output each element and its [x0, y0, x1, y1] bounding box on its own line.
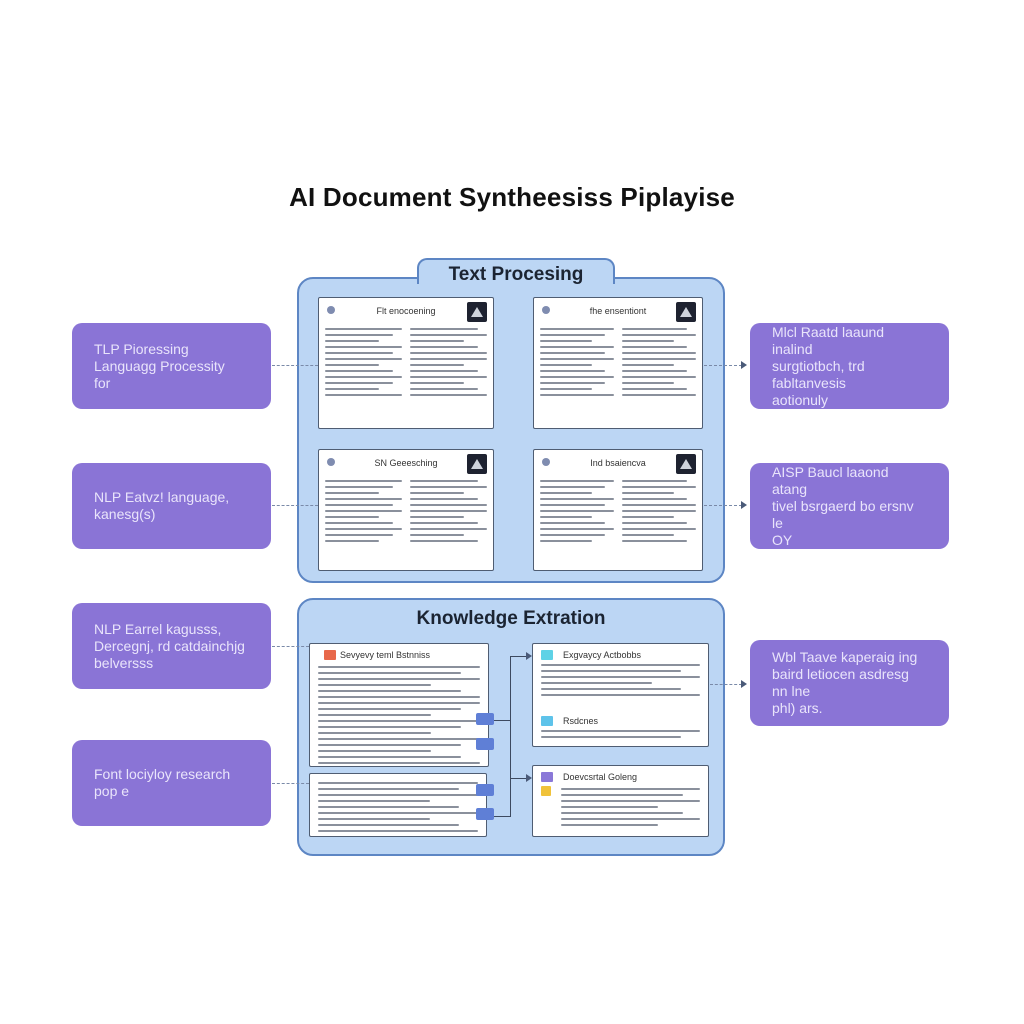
logo-icon: [467, 454, 487, 474]
connector-line: [710, 684, 742, 685]
avatar-icon: [327, 458, 335, 466]
left-label-box[interactable]: Font lociyloy research pop e: [72, 740, 271, 826]
knowledge-card-title: Exgvaycy Actbobbs: [563, 650, 642, 660]
knowledge-card[interactable]: Doevcsrtal Goleng: [532, 765, 709, 837]
left-label-text: NLP Earrel kagusss, Dercegnj, rd catdain…: [94, 620, 245, 671]
right-label-box[interactable]: Mlcl Raatd laaund inalind surgtiotbch, t…: [750, 323, 949, 409]
document-icon: [541, 716, 553, 726]
arrow-icon: [526, 774, 532, 782]
right-label-text: Wbl Taave kaperaig ing baird letiocen as…: [772, 649, 918, 716]
right-label-text: Mlcl Raatd laaund inalind surgtiotbch, t…: [772, 323, 885, 408]
document-card[interactable]: fhe ensentiont: [533, 297, 703, 429]
left-label-text: NLP Eatvz! language, kanesg(s): [94, 489, 230, 522]
document-card[interactable]: SN Geeesching: [318, 449, 494, 571]
left-label-box[interactable]: NLP Earrel kagusss, Dercegnj, rd catdain…: [72, 603, 271, 689]
knowledge-card[interactable]: Sevyevy teml Bstnniss: [309, 643, 489, 767]
document-title: fhe ensentiont: [589, 306, 647, 316]
document-icon: [541, 772, 553, 782]
text-processing-tab: Text Procesing: [417, 258, 615, 285]
tag-icon: [476, 713, 494, 725]
knowledge-card-title: Sevyevy teml Bstnniss: [340, 650, 431, 660]
logo-icon: [467, 302, 487, 322]
connector-line: [494, 720, 511, 721]
document-icon: [324, 650, 336, 660]
connector-line: [272, 365, 318, 366]
logo-icon: [676, 302, 696, 322]
document-title: Ind bsaiencva: [590, 458, 646, 468]
arrow-icon: [741, 361, 747, 369]
connector-line: [510, 778, 527, 779]
right-label-box[interactable]: Wbl Taave kaperaig ing baird letiocen as…: [750, 640, 949, 726]
logo-icon: [676, 454, 696, 474]
connector-line: [510, 720, 511, 816]
connector-line: [704, 365, 742, 366]
document-title: SN Geeesching: [374, 458, 438, 468]
connector-line: [272, 505, 318, 506]
left-label-text: TLP Pioressing Languagg Processity for: [94, 340, 225, 391]
tag-icon: [476, 738, 494, 750]
knowledge-card[interactable]: Exgvaycy Actbobbs Rsdcnes: [532, 643, 709, 747]
knowledge-card-subtitle: Rsdcnes: [563, 716, 599, 726]
knowledge-card[interactable]: [309, 773, 487, 837]
connector-line: [272, 783, 309, 784]
knowledge-card-title: Doevcsrtal Goleng: [563, 772, 638, 782]
knowledge-extraction-heading: Knowledge Extration: [416, 608, 606, 629]
text-processing-heading: Text Procesing: [448, 264, 584, 285]
connector-line: [510, 656, 527, 657]
left-label-box[interactable]: NLP Eatvz! language, kanesg(s): [72, 463, 271, 549]
document-card[interactable]: Ind bsaiencva: [533, 449, 703, 571]
right-label-box[interactable]: AISP Baucl laaond atang tivel bsrgaerd b…: [750, 463, 949, 549]
arrow-icon: [526, 652, 532, 660]
connector-line: [272, 646, 309, 647]
right-label-text: AISP Baucl laaond atang tivel bsrgaerd b…: [772, 463, 914, 548]
arrow-icon: [741, 501, 747, 509]
tag-icon: [476, 808, 494, 820]
arrow-icon: [741, 680, 747, 688]
page-title: AI Document Syntheesiss Piplayise: [289, 182, 735, 212]
left-label-box[interactable]: TLP Pioressing Languagg Processity for: [72, 323, 271, 409]
document-icon: [541, 650, 553, 660]
connector-line: [510, 656, 511, 720]
avatar-icon: [327, 306, 335, 314]
document-icon: [541, 786, 551, 796]
connector-line: [494, 816, 511, 817]
document-title: Flt enocoening: [376, 306, 436, 316]
avatar-icon: [542, 306, 550, 314]
connector-line: [704, 505, 742, 506]
avatar-icon: [542, 458, 550, 466]
left-label-text: Font lociyloy research pop e: [94, 766, 231, 799]
tag-icon: [476, 784, 494, 796]
document-card[interactable]: Flt enocoening: [318, 297, 494, 429]
